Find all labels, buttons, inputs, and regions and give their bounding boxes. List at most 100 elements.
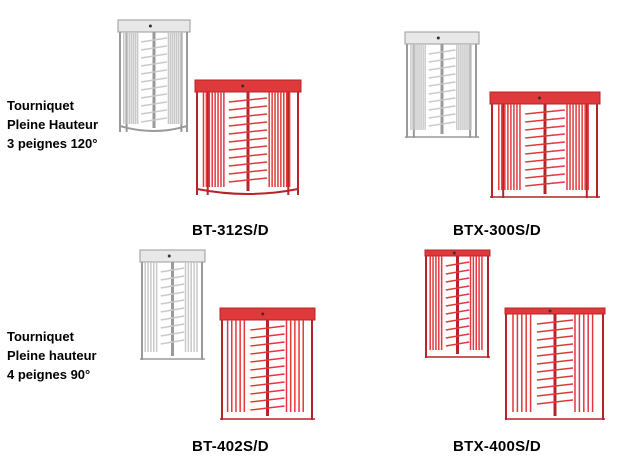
rotor-arm (140, 101, 168, 107)
canopy (404, 31, 480, 45)
rotor-arm (428, 121, 456, 127)
rotor-arm (228, 169, 268, 175)
turnstile-image-bt312-red (194, 79, 302, 195)
desc-line: Pleine Hauteur (7, 117, 99, 132)
rotor-arm (536, 319, 574, 325)
turnstile-image-bt312-grey (117, 19, 191, 132)
rotor-arm (428, 49, 456, 55)
rotor-arm (525, 181, 565, 187)
rotor-arm (140, 109, 168, 115)
rotor-arm (536, 351, 574, 357)
rotor-arm (428, 65, 456, 71)
rotor-arm (228, 97, 268, 103)
rotor-arm (140, 117, 168, 123)
rotor-arm (140, 85, 168, 91)
rotor-arm (428, 89, 456, 95)
canopy (194, 79, 302, 93)
rotor-arm (160, 315, 185, 321)
rotor-arm (160, 307, 185, 313)
canopy (117, 19, 191, 33)
rotor-arm (250, 365, 285, 371)
rotor-arm (445, 333, 470, 339)
rotor-arm (445, 325, 470, 331)
rotor-arm (160, 275, 185, 281)
base-ring (119, 125, 188, 132)
turnstile-image-bt402-grey (139, 249, 206, 360)
rotor-arm (428, 113, 456, 119)
canopy (489, 91, 601, 105)
rotor-arm (525, 125, 565, 131)
turnstile-image-btx300-grey (404, 31, 480, 138)
rotor-arm (445, 277, 470, 283)
rotor-arm (140, 77, 168, 83)
rotor-arm (250, 333, 285, 339)
canopy (504, 307, 606, 315)
indicator-light (148, 24, 152, 28)
rotor-arm (445, 317, 470, 323)
rotor-arm (525, 157, 565, 163)
rotor-arm (536, 399, 574, 405)
rotor-arm (228, 177, 268, 183)
description-4-arms: Tourniquet Pleine hauteur 4 peignes 90° (7, 327, 97, 384)
rotor-arm (525, 165, 565, 171)
desc-line: 3 peignes 120° (7, 136, 98, 151)
rotor-arm (536, 335, 574, 341)
rotor-arm (428, 57, 456, 63)
description-3-arms: Tourniquet Pleine Hauteur 3 peignes 120° (7, 96, 98, 153)
rotor-arm (250, 357, 285, 363)
model-label-bt312: BT-312S/D (192, 222, 269, 239)
rotor-arm (160, 267, 185, 273)
base-ring (196, 188, 299, 195)
desc-line: Tourniquet (7, 98, 74, 113)
indicator-light (538, 96, 541, 100)
rotor-arm (445, 341, 470, 347)
rotor-arm (228, 113, 268, 119)
indicator-light (452, 251, 456, 255)
indicator-light (241, 84, 245, 88)
rotor-arm (250, 397, 285, 403)
rotor-arm (160, 283, 185, 289)
rotor-arm (250, 373, 285, 379)
rotor-arm (445, 309, 470, 315)
rotor-arm (536, 367, 574, 373)
rotor-arm (160, 339, 185, 345)
rotor-arm (536, 383, 574, 389)
rotor-arm (228, 121, 268, 127)
rotor-arm (525, 149, 565, 155)
rotor-arm (428, 73, 456, 79)
rotor-arm (525, 133, 565, 139)
rotor-arm (228, 129, 268, 135)
turnstile-image-btx300-red (489, 91, 601, 198)
canopy (139, 249, 206, 263)
rotor-arm (140, 37, 168, 43)
rotor-arm (445, 261, 470, 267)
model-label-btx400: BTX-400S/D (453, 438, 542, 455)
rotor-arm (250, 325, 285, 331)
rotor-arm (160, 331, 185, 337)
canopy (424, 249, 491, 257)
model-label-bt402: BT-402S/D (192, 438, 269, 455)
rotor-arm (140, 93, 168, 99)
rotor-arm (536, 327, 574, 333)
desc-line: Tourniquet (7, 329, 74, 344)
rotor-arm (228, 161, 268, 167)
rotor-arm (445, 293, 470, 299)
model-label-btx300: BTX-300S/D (453, 222, 542, 239)
rotor-arm (250, 405, 285, 411)
desc-line: Pleine hauteur (7, 348, 97, 363)
rotor-arm (525, 109, 565, 115)
rotor-arm (445, 301, 470, 307)
turnstile-image-btx400-red (504, 307, 606, 420)
canopy (219, 307, 316, 321)
rotor-arm (250, 389, 285, 395)
rotor-arm (140, 45, 168, 51)
rotor-arm (228, 137, 268, 143)
indicator-light (261, 312, 265, 316)
rotor-arm (428, 97, 456, 103)
rotor-arm (250, 341, 285, 347)
indicator-light (167, 254, 171, 258)
rotor-arm (525, 117, 565, 123)
rotor-arm (445, 269, 470, 275)
rotor-arm (160, 291, 185, 297)
rotor-arm (160, 299, 185, 305)
